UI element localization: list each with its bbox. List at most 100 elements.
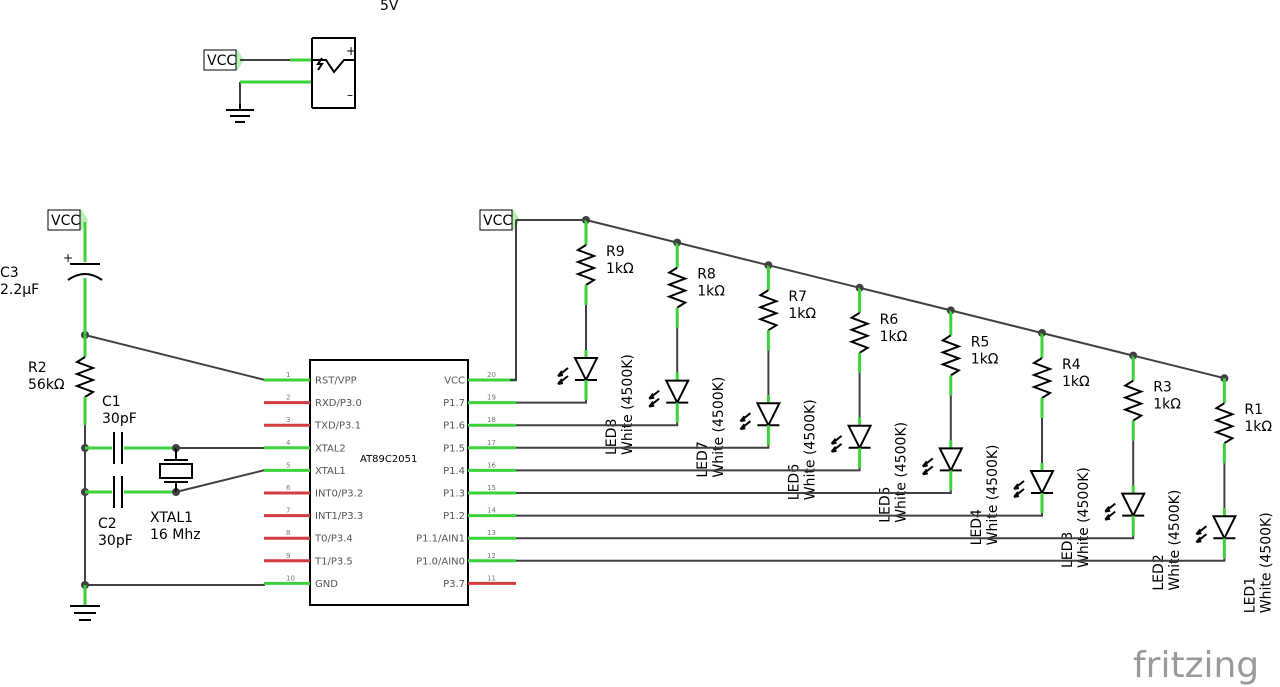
led-ref: LED1	[1242, 577, 1258, 613]
pin-number: 12	[487, 552, 496, 560]
c1-ref: C1	[102, 394, 121, 410]
xtal1-value: 16 Mhz	[150, 527, 201, 543]
resistor-symbol-icon	[666, 266, 689, 309]
light-emission-icon	[739, 412, 752, 431]
resistor-value: 1kΩ	[1062, 374, 1090, 390]
net-label-box	[479, 209, 513, 231]
led-value: White (4500K)	[711, 377, 727, 478]
pin-number: 1	[286, 371, 290, 379]
resistor-value: 1kΩ	[971, 351, 999, 367]
pin-label: P1.2	[443, 511, 465, 522]
resistor-ref: R1	[1244, 402, 1263, 418]
resistor-symbol-icon	[1122, 379, 1145, 422]
light-emission-icon	[1013, 480, 1025, 498]
ground-symbol-left	[70, 605, 100, 621]
pin-number: 7	[286, 507, 290, 515]
capacitor-c3[interactable]: +	[63, 251, 103, 281]
pin-number: 3	[286, 416, 290, 424]
pin-number: 17	[487, 439, 496, 447]
mcu-body	[309, 359, 469, 606]
pin-label: TXD/P3.1	[314, 421, 361, 432]
led-value: White (4500K)	[620, 354, 636, 455]
pin-label: XTAL2	[315, 443, 346, 454]
vcc-label-text: VCC	[207, 53, 236, 69]
resistor-ref: R6	[880, 312, 899, 328]
pin-label: P1.7	[443, 398, 465, 409]
pin-label: P1.6	[443, 421, 465, 432]
led-value: White (4500K)	[985, 444, 1001, 545]
pin-label: P3.7	[443, 579, 465, 590]
r2-value: 56kΩ	[28, 377, 65, 393]
pin-number: 9	[286, 552, 290, 560]
resistor-ref: R5	[971, 334, 990, 350]
xtal1-ref: XTAL1	[150, 510, 193, 526]
pin-label: INT1/P3.3	[315, 511, 363, 522]
dc-power-jack[interactable]: + –	[239, 37, 356, 109]
resistor-r2[interactable]	[74, 335, 96, 425]
light-emission-icon	[1195, 525, 1208, 544]
pin-label: P1.4	[443, 466, 465, 477]
mcu-at89c2051[interactable]: AT89C2051 1RST/VPP2RXD/P3.03TXD/P3.14XTA…	[264, 359, 516, 606]
led-value: White (4500K)	[1167, 490, 1183, 591]
vcc-label-text: VCC	[51, 213, 80, 229]
resistor-value: 1kΩ	[1244, 419, 1272, 435]
pin-number: 18	[487, 416, 496, 424]
pin-label: T0/P3.4	[314, 534, 353, 545]
pin-label: P1.1/AIN1	[416, 534, 465, 545]
jack-minus-icon: –	[347, 88, 353, 102]
led-symbol-icon	[846, 424, 873, 451]
led-ref: LED8	[604, 419, 620, 455]
capacitor-c1[interactable]	[85, 432, 176, 464]
polarity-plus-icon: +	[63, 251, 73, 265]
c3-value: 2.2µF	[0, 282, 39, 298]
net-label-box	[203, 49, 237, 71]
pin-label: RST/VPP	[315, 376, 357, 387]
resistor-ref: R7	[788, 289, 807, 305]
vcc-net-label-left[interactable]: VCC	[47, 209, 88, 231]
pin-label: GND	[315, 579, 338, 590]
pin-label: XTAL1	[315, 466, 346, 477]
led-value: White (4500K)	[894, 422, 910, 523]
led-symbol-icon	[1029, 470, 1055, 496]
pin-label: INT0/P3.2	[315, 489, 363, 500]
vcc-net-label-right[interactable]: VCC	[479, 209, 520, 231]
led-ref: LED6	[786, 464, 802, 500]
pin-number: 16	[487, 461, 496, 469]
c2-ref: C2	[98, 516, 117, 532]
resistor-symbol-icon	[1031, 357, 1053, 399]
light-emission-icon	[1104, 502, 1116, 521]
crystal-xtal1[interactable]	[159, 448, 193, 492]
led-symbol-icon	[938, 447, 964, 473]
pin-number: 5	[286, 461, 290, 469]
led-value: White (4500K)	[1258, 512, 1274, 613]
pin-number: 19	[487, 394, 496, 402]
led-symbol-icon	[664, 379, 690, 405]
c3-ref: C3	[0, 265, 19, 281]
resistor-ref: R4	[1062, 357, 1081, 373]
resistor-ref: R3	[1153, 380, 1172, 396]
mcu-name: AT89C2051	[360, 454, 417, 465]
led-value: White (4500K)	[802, 399, 818, 500]
vcc-net-label-top[interactable]: VCC	[203, 49, 244, 71]
led-ref: LED2	[1151, 554, 1167, 590]
resistor-symbol-icon	[1213, 402, 1236, 445]
led-symbol-icon	[1120, 492, 1146, 518]
resistor-symbol-icon	[575, 244, 597, 286]
capacitor-c2[interactable]	[85, 476, 176, 508]
resistor-value: 1kΩ	[1153, 397, 1181, 413]
net-label-box	[47, 209, 81, 231]
resistor-ref: R9	[606, 244, 625, 260]
pin-number: 6	[286, 484, 291, 492]
c1-value: 30pF	[102, 411, 137, 427]
fritzing-logo: fritzing	[1133, 645, 1259, 686]
ground-symbol-top	[226, 104, 254, 123]
